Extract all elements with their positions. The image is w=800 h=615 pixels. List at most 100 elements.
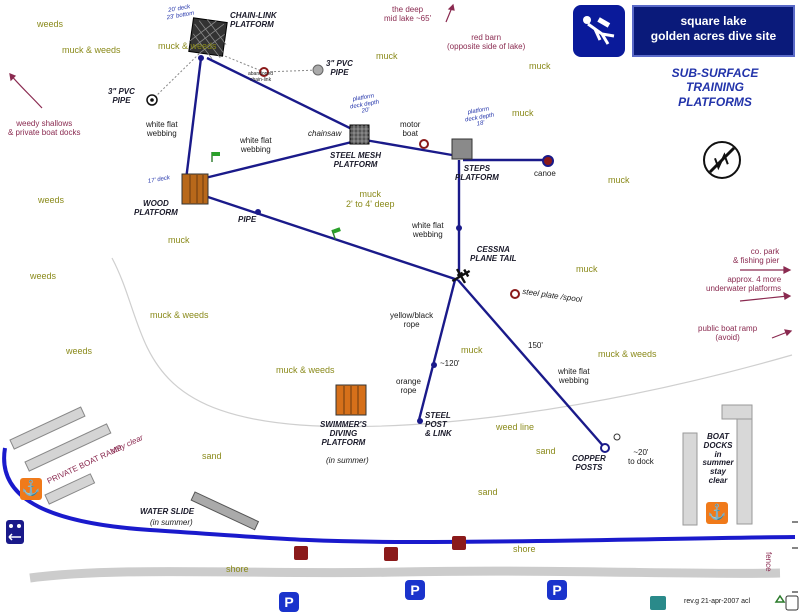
fence-marks <box>792 521 798 593</box>
subtitle-line1: SUB-SURFACE <box>671 66 759 80</box>
canoe-marker <box>542 155 554 167</box>
swimmers-note: (in summer) <box>326 456 369 465</box>
pvc-pipe-left-label: 3" PVC PIPE <box>108 87 135 105</box>
motor-boat-marker <box>419 139 429 149</box>
line-cessna-copper <box>457 279 606 449</box>
private-dock-3 <box>44 473 96 505</box>
arrow-weedy <box>9 73 43 109</box>
copper-post-small <box>613 433 621 441</box>
water-slide-note: (in summer) <box>150 518 193 527</box>
veg-label: muck & weeds <box>150 310 209 320</box>
arrow-public-ramp-head <box>784 329 793 337</box>
wood-platform-shape <box>181 173 209 205</box>
subtitle-line2: TRAINING <box>686 80 744 95</box>
webbing-label: white flat webbing <box>240 136 272 154</box>
subtitle-line3: PLATFORMS <box>678 94 752 109</box>
parking-icon: P <box>279 592 299 612</box>
veg-label: muck <box>576 264 598 274</box>
motor-boat-label: motor boat <box>400 120 421 138</box>
veg-label: muck & weeds <box>158 41 217 51</box>
steel-mesh-platform-shape <box>349 124 370 145</box>
diver-logo-icon <box>573 5 625 57</box>
anchor-icon: ⚓ <box>20 478 42 500</box>
steel-plate-marker <box>510 289 520 299</box>
boat-dock-right-2 <box>721 404 753 420</box>
veg-label: weed line <box>496 422 535 432</box>
steel-post-label: STEEL POST & LINK <box>425 411 452 438</box>
cessna-plane-icon <box>451 268 471 284</box>
parking-icon: P <box>547 580 567 600</box>
boat-launch-icon <box>384 547 398 561</box>
node <box>255 209 261 215</box>
webbing-label: white flat webbing <box>146 120 178 138</box>
restroom-icon <box>650 596 666 610</box>
line-wood-cessna <box>204 194 459 282</box>
wood-label: WOOD PLATFORM <box>134 199 178 217</box>
veg-label: muck <box>376 51 398 61</box>
boat-dock-right-1 <box>682 432 698 526</box>
dock-arrow-icon <box>6 520 24 544</box>
private-dock-2 <box>24 423 112 472</box>
veg-label: weeds <box>30 271 57 281</box>
boat-launch-icon <box>452 536 466 550</box>
deep-water-note: the deep mid lake ~65' <box>384 5 432 23</box>
swimmers-label: SWIMMER'S DIVING PLATFORM <box>320 420 367 447</box>
co-park-note: co. park & fishing pier <box>733 247 780 265</box>
veg-label: muck 2' to 4' deep <box>346 189 395 209</box>
webbing-label: white flat webbing <box>412 221 444 239</box>
abandoned-label: abandoned chain-link <box>248 71 274 83</box>
weed-line-boundary <box>111 257 793 428</box>
line-steelmesh-steps <box>364 138 453 157</box>
veg-label: muck <box>608 175 630 185</box>
guide-lines <box>183 56 606 449</box>
chain-link-label: CHAIN-LINK PLATFORM <box>230 11 277 29</box>
veg-label: muck & weeds <box>276 365 335 375</box>
veg-label: muck <box>512 108 534 118</box>
flag-icon <box>331 227 341 240</box>
node <box>456 225 462 231</box>
veg-label: sand <box>536 446 556 456</box>
webbing-label: white flat webbing <box>558 367 590 385</box>
chain-link-platform-shape <box>188 17 228 57</box>
veg-label: muck <box>529 61 551 71</box>
anchor-icon: ⚓ <box>706 502 728 524</box>
veg-label: shore <box>513 544 536 554</box>
pvc-pipe-right-label: 3" PVC PIPE <box>326 59 353 77</box>
copper-posts-marker <box>600 443 610 453</box>
chainsaw-label: chainsaw <box>308 129 342 138</box>
swimmers-planks <box>343 386 359 414</box>
fence-label: fence <box>764 552 773 572</box>
compass-icon <box>703 141 741 179</box>
veg-label: shore <box>226 564 249 574</box>
road <box>29 566 781 583</box>
wood-planks <box>189 175 204 203</box>
pvc-pipe-right-marker <box>312 64 324 76</box>
arrow-platforms <box>739 295 789 302</box>
steps-platform-shape <box>451 138 473 160</box>
steel-mesh-label: STEEL MESH PLATFORM <box>330 151 381 169</box>
more-platforms-note: approx. 4 more underwater platforms <box>706 275 782 293</box>
pvc-pipe-left-center <box>150 98 154 102</box>
private-dock-1 <box>9 406 86 450</box>
arrow-weedy-head <box>9 73 17 82</box>
veg-label: weeds <box>38 195 65 205</box>
veg-label: muck & weeds <box>62 45 121 55</box>
site-title-line1: square lake <box>680 14 747 28</box>
arrow-co-park-head <box>783 266 792 274</box>
node <box>198 55 204 61</box>
abandoned-chainlink-marker <box>259 67 269 77</box>
arrow-platforms-head <box>783 291 792 300</box>
line-chainlink-steelmesh <box>206 56 361 135</box>
accessibility-icon <box>785 595 799 611</box>
site-title-box: square lake golden acres dive site <box>632 5 795 57</box>
boat-docks-label: BOAT DOCKS in summer stay clear <box>702 432 734 485</box>
to-dock-note: ~20' to dock <box>628 448 654 466</box>
node <box>417 418 423 424</box>
site-title-line2: golden acres dive site <box>650 29 777 43</box>
red-barn-note: red barn (opposite side of lake) <box>447 33 526 51</box>
cessna-label: CESSNA PLANE TAIL <box>470 245 517 263</box>
veg-label: muck <box>461 345 483 355</box>
parking-icon: P <box>405 580 425 600</box>
